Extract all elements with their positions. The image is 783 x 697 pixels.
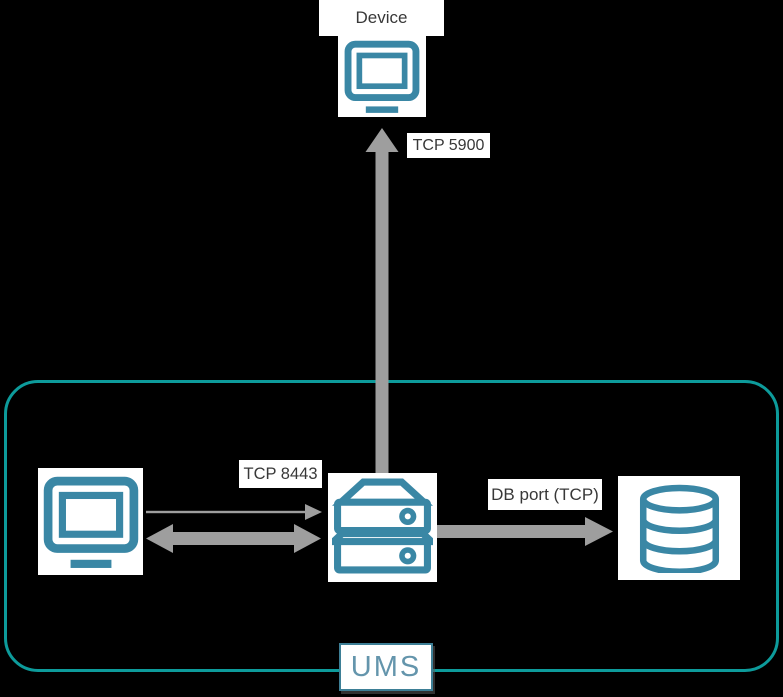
- edge-label-tcp5900: TCP 5900: [407, 133, 490, 158]
- db-port-text: DB port (TCP): [491, 485, 599, 504]
- server-icon: [332, 478, 433, 574]
- device-monitor-icon: [344, 40, 420, 113]
- tcp8443-text: TCP 8443: [243, 464, 318, 483]
- ums-server-node: [328, 473, 437, 582]
- ums-boundary-label: UMS: [339, 643, 433, 691]
- device-label-text: Device: [355, 8, 408, 27]
- ums-label-text: UMS: [350, 650, 422, 683]
- console-node: [38, 468, 143, 575]
- database-icon: [639, 484, 719, 573]
- device-node-label: Device: [319, 0, 444, 36]
- device-node: [338, 36, 426, 117]
- arrow-server-to-database: [437, 517, 613, 546]
- console-monitor-icon: [43, 476, 138, 568]
- tcp5900-text: TCP 5900: [412, 136, 485, 154]
- arrow-server-to-device: [365, 128, 399, 474]
- edge-label-db-port: DB port (TCP): [488, 479, 602, 510]
- arrow-console-to-server-thin: [146, 504, 322, 520]
- database-node: [618, 476, 740, 580]
- edge-label-tcp8443: TCP 8443: [239, 460, 322, 488]
- arrow-console-server-bidirectional: [146, 524, 321, 553]
